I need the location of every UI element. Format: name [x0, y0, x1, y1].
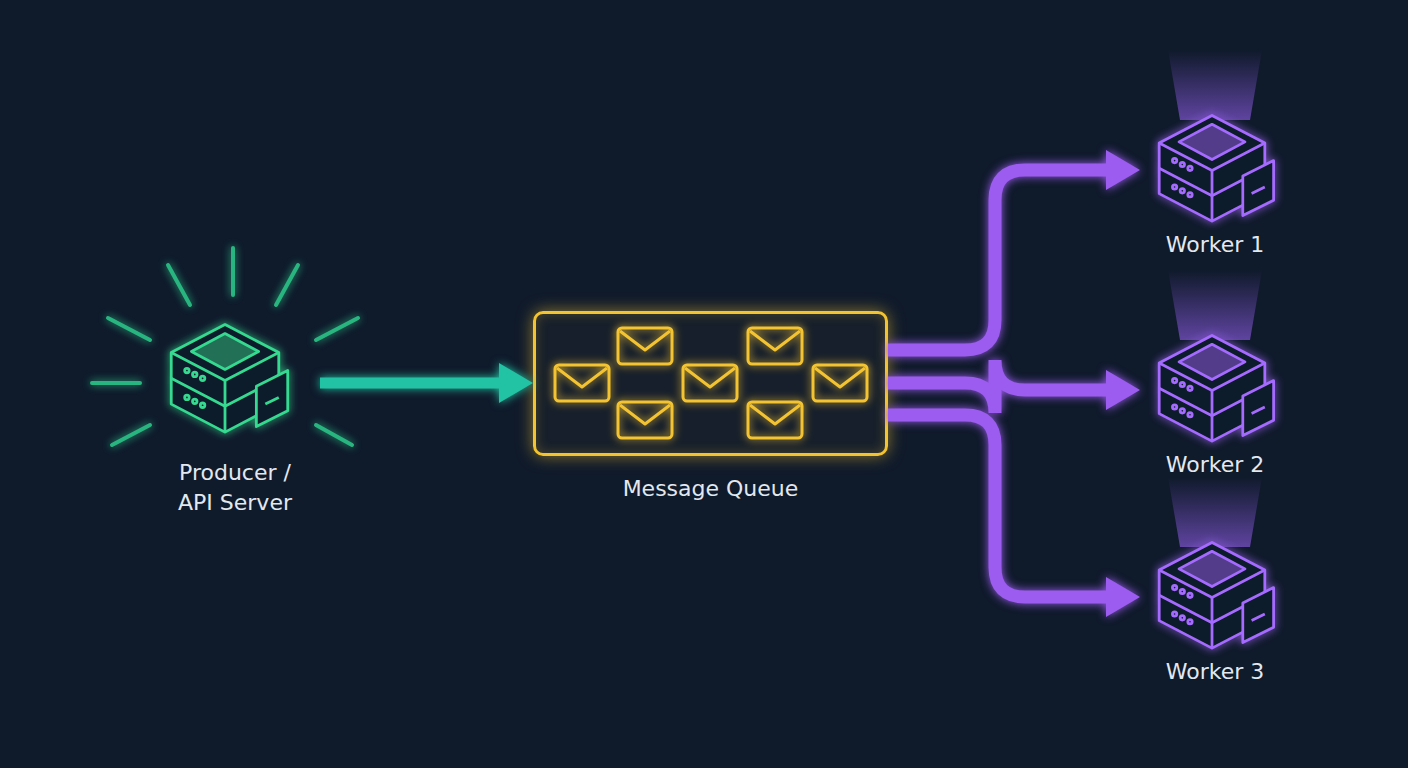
- node-label: Worker 2: [1140, 450, 1290, 480]
- producer-server-icon: [171, 325, 287, 433]
- worker-server-icon: [1159, 116, 1273, 222]
- worker-server-icon: [1159, 336, 1273, 442]
- flow-arrow: [320, 363, 533, 403]
- node-label: Worker 3: [1140, 657, 1290, 687]
- queue-box: Message Queue: [533, 311, 888, 456]
- producer-rays: [92, 248, 358, 445]
- node-label: Message Queue: [536, 474, 885, 504]
- producer-node: Producer / API Server: [150, 300, 320, 530]
- worker-beam: [1168, 477, 1262, 547]
- worker-node: Worker 3: [1140, 522, 1290, 692]
- flow-arrow: [888, 360, 1140, 413]
- node-label: Worker 1: [1140, 230, 1290, 260]
- worker-node: Worker 1: [1140, 95, 1290, 265]
- worker-beam: [1168, 50, 1262, 120]
- worker-node: Worker 2: [1140, 315, 1290, 485]
- worker-server-icon: [1159, 543, 1273, 649]
- worker-beam: [1168, 270, 1262, 340]
- node-label: Producer / API Server: [168, 458, 303, 518]
- flow-arrow: [888, 150, 1140, 350]
- flow-arrow: [888, 415, 1140, 617]
